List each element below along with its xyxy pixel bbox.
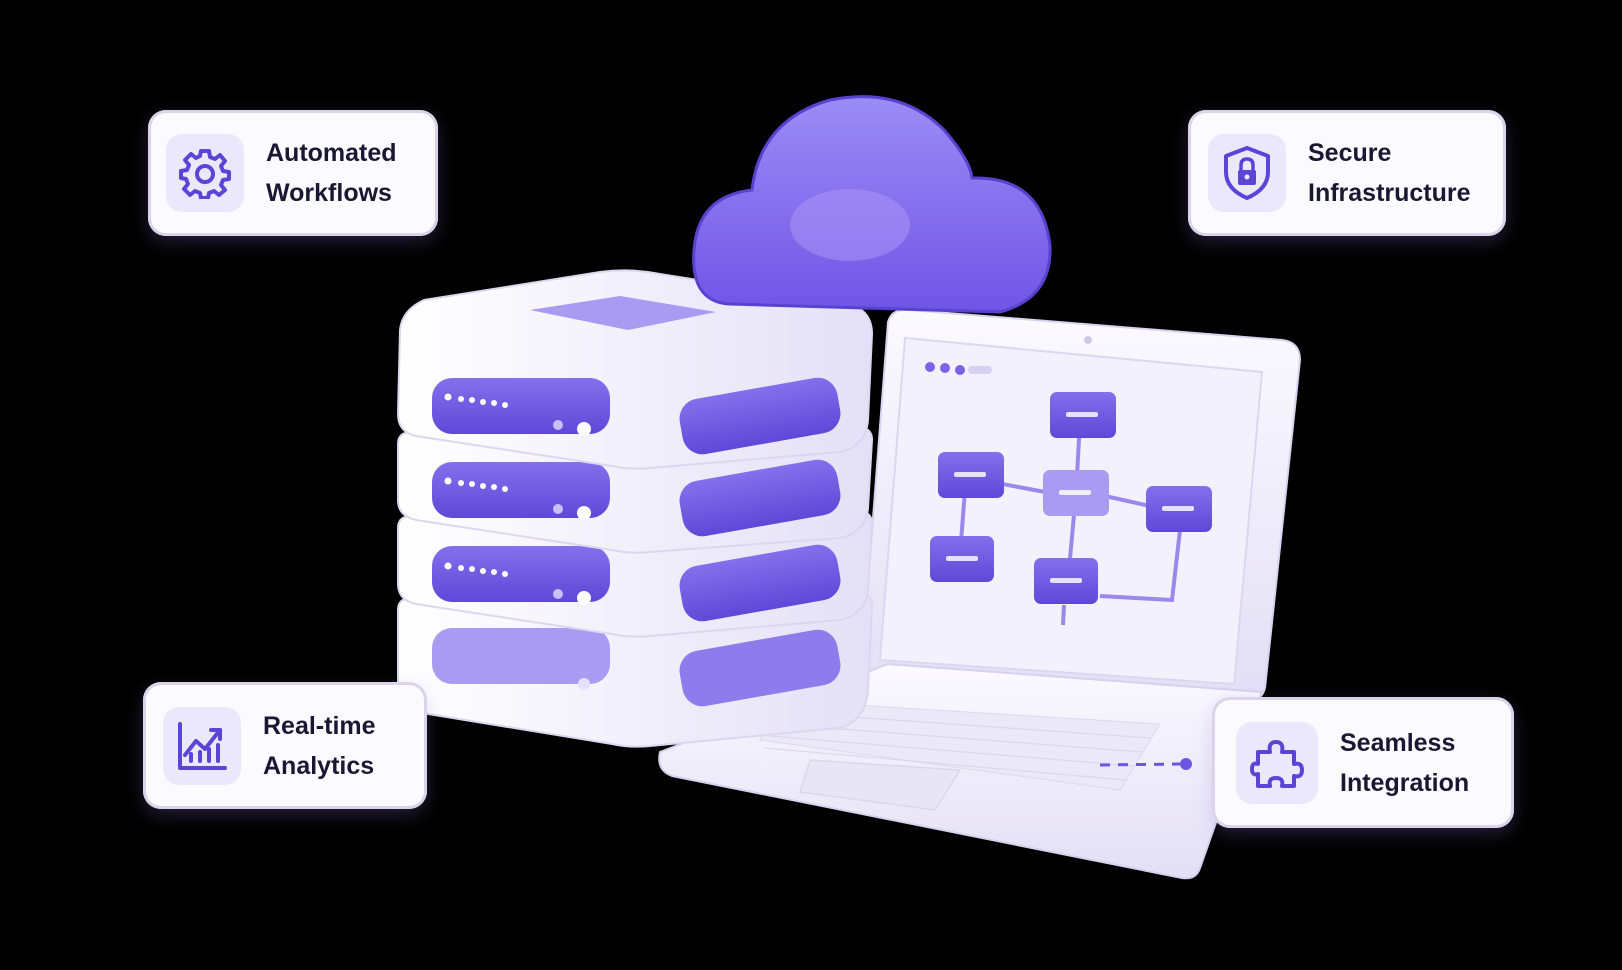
workflow-diagram <box>930 392 1212 604</box>
feature-title-line1: Real-time <box>263 711 376 740</box>
chart-trend-icon <box>163 706 241 785</box>
feature-title-line1: Secure <box>1308 139 1392 167</box>
feature-title-line2: Integration <box>1340 768 1470 797</box>
puzzle-icon <box>1236 721 1318 804</box>
feature-title-line1: Automated <box>266 139 397 167</box>
feature-title-line1: Seamless <box>1340 728 1456 757</box>
feature-title-line2: Analytics <box>263 751 375 780</box>
gear-icon <box>166 134 244 212</box>
feature-card-automated-workflows: Automated Workflows <box>148 110 438 236</box>
feature-card-seamless-integration: Seamless Integration <box>1212 697 1514 828</box>
feature-card-realtime-analytics: Real-time Analytics <box>143 682 427 809</box>
feature-card-secure-infrastructure: Secure Infrastructure <box>1188 110 1506 236</box>
feature-title-line2: Infrastructure <box>1308 179 1471 207</box>
shield-lock-icon <box>1208 134 1286 212</box>
feature-title-line2: Workflows <box>266 179 392 207</box>
cloud-icon <box>692 95 1052 314</box>
server-stack <box>396 269 874 748</box>
